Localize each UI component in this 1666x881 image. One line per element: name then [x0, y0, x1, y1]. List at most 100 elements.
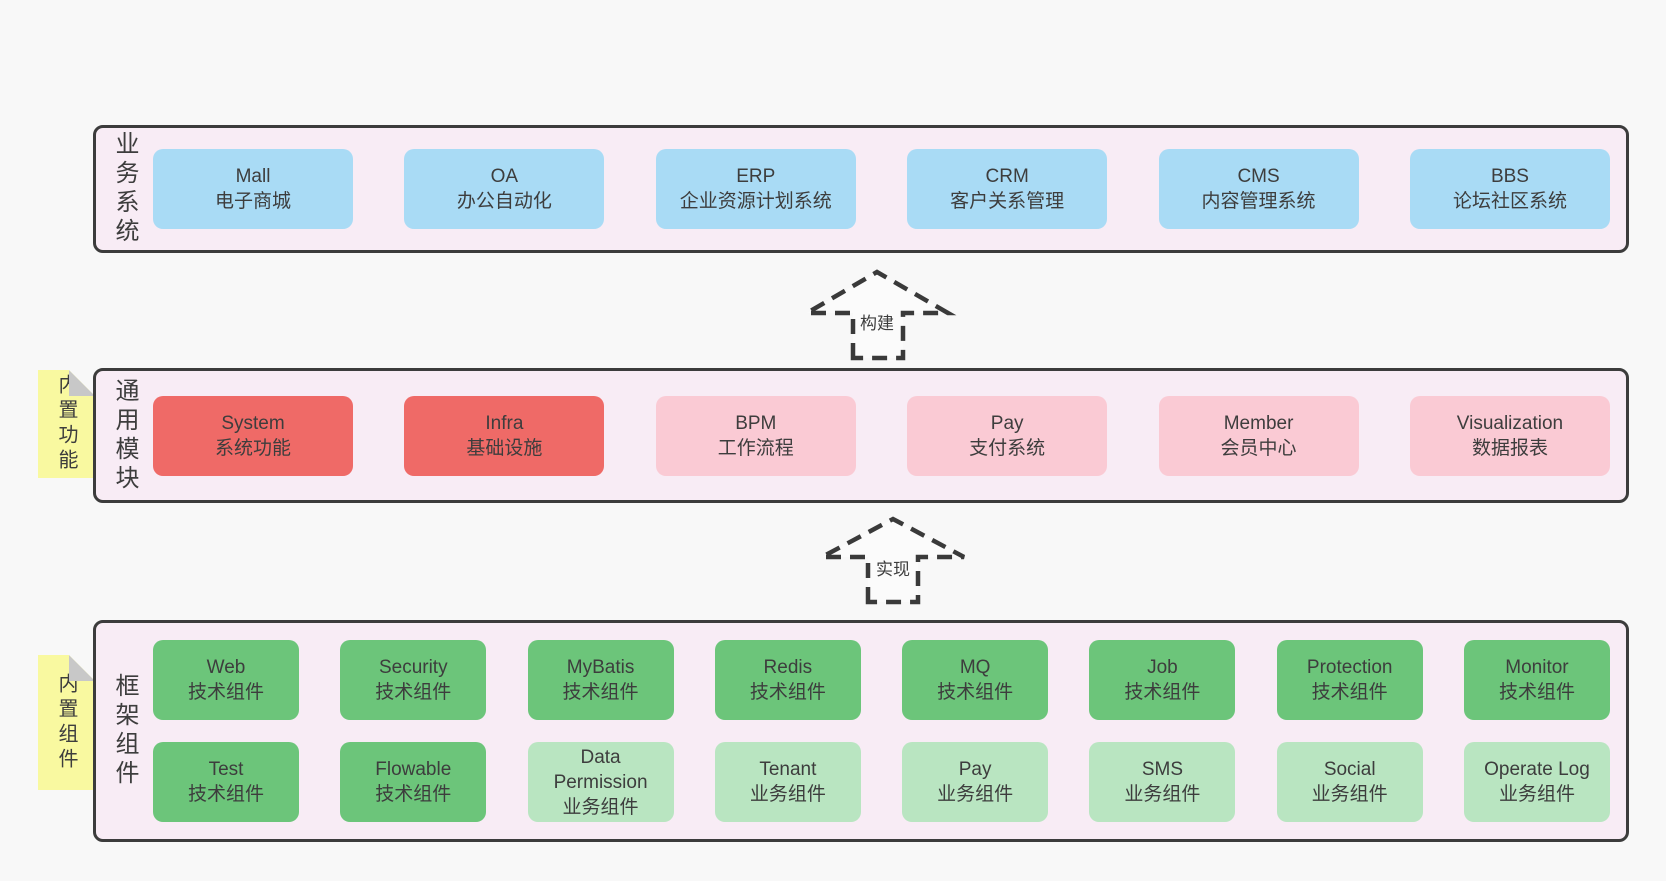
box-mq: MQ 技术组件	[902, 640, 1049, 720]
box-visualization: Visualization 数据报表	[1409, 395, 1610, 476]
box-subtitle: 电子商城	[214, 191, 291, 212]
box-title: Tenant	[759, 759, 817, 780]
box-subtitle: 技术组件	[375, 682, 452, 703]
box-title: Pay	[958, 759, 992, 780]
box-title: Data Permission	[553, 746, 648, 793]
box-tenant: Tenant 业务组件	[714, 742, 861, 822]
box-subtitle: 客户关系管理	[950, 191, 1065, 212]
box-subtitle: 技术组件	[375, 784, 452, 805]
box-title: MyBatis	[566, 657, 635, 678]
box-mall: Mall 电子商城	[153, 149, 353, 229]
box-data-permission: Data Permission 业务组件	[527, 742, 674, 822]
box-title: Security	[378, 657, 448, 678]
box-subtitle: 企业资源计划系统	[679, 191, 832, 212]
box-social: Social 业务组件	[1276, 742, 1423, 822]
box-job: Job 技术组件	[1089, 640, 1236, 720]
box-web: Web 技术组件	[153, 640, 299, 720]
box-title: SMS	[1141, 759, 1183, 780]
box-sms: SMS 业务组件	[1089, 742, 1236, 822]
box-title: MQ	[959, 657, 991, 678]
box-subtitle: 业务组件	[1498, 784, 1575, 805]
box-crm: CRM 客户关系管理	[907, 149, 1108, 229]
box-system: System 系统功能	[153, 395, 353, 476]
box-bbs: BBS 论坛社区系统	[1409, 149, 1610, 229]
box-oa: OA 办公自动化	[404, 149, 605, 229]
component-row: Mall 电子商城 OA 办公自动化 ERP 企业资源计划系统 CRM 客户关系管理 CMS 内容…	[153, 149, 1610, 229]
box-title: Social	[1323, 759, 1376, 780]
box-subtitle: 技术组件	[1124, 682, 1201, 703]
box-title: Monitor	[1505, 657, 1569, 678]
box-title: Test	[208, 759, 244, 780]
box-subtitle: 基础设施	[466, 437, 543, 459]
box-subtitle: 业务组件	[1124, 784, 1201, 805]
box-title: BBS	[1490, 166, 1529, 187]
box-title: CRM	[985, 166, 1029, 187]
box-subtitle: 技术组件	[937, 682, 1014, 703]
box-subtitle: 技术组件	[1498, 682, 1575, 703]
box-subtitle: 论坛社区系统	[1452, 191, 1567, 212]
arrow-build-label: 构建	[860, 314, 894, 333]
sticky-note-builtin-features-label: 内置功能	[55, 374, 77, 474]
box-title: Redis	[763, 657, 813, 678]
box-subtitle: 内容管理系统	[1201, 191, 1316, 212]
box-title: ERP	[736, 166, 776, 187]
box-title: Visualization	[1456, 412, 1564, 434]
box-erp: ERP 企业资源计划系统	[655, 149, 856, 229]
box-monitor: Monitor 技术组件	[1463, 640, 1610, 720]
dashed-up-arrow-shape	[820, 516, 966, 605]
box-redis: Redis 技术组件	[714, 640, 861, 720]
box-subtitle: 支付系统	[969, 437, 1046, 459]
box-title: BPM	[735, 412, 777, 434]
arrow-implement: 实现	[820, 516, 966, 605]
component-row: System 系统功能 Infra 基础设施 BPM 工作流程 Pay 支付系统 Member 会…	[153, 395, 1610, 476]
box-subtitle: 工作流程	[717, 437, 794, 459]
sticky-note-builtin-components-label: 内置组件	[55, 672, 77, 773]
box-subtitle: 会员中心	[1220, 437, 1297, 459]
box-subtitle: 系统功能	[214, 437, 291, 459]
box-title: System	[221, 412, 285, 434]
box-title: CMS	[1237, 166, 1280, 187]
panel-business-systems: 业务系统 Mall 电子商城 OA 办公自动化 ERP 企业资源计划系统 CRM 客户关系管理…	[93, 125, 1629, 253]
box-bpm: BPM 工作流程	[655, 395, 856, 476]
folded-corner-icon	[69, 655, 95, 681]
box-subtitle: 技术组件	[1311, 682, 1388, 703]
box-title: Operate Log	[1484, 759, 1590, 780]
panel-framework-components-label: 框架组件	[111, 673, 138, 789]
box-subtitle: 业务组件	[562, 796, 639, 818]
box-infra: Infra 基础设施	[404, 395, 605, 476]
box-pay: Pay 支付系统	[907, 395, 1108, 476]
box-subtitle: 业务组件	[937, 784, 1014, 805]
box-operate-log: Operate Log 业务组件	[1463, 742, 1610, 822]
box-subtitle: 办公自动化	[456, 191, 552, 212]
box-title: OA	[490, 166, 519, 187]
box-title: Pay	[990, 412, 1024, 434]
folded-corner-icon	[69, 370, 95, 396]
box-pay: Pay 业务组件	[902, 742, 1049, 822]
box-subtitle: 业务组件	[749, 784, 826, 805]
box-title: Mall	[235, 166, 271, 187]
box-member: Member 会员中心	[1158, 395, 1359, 476]
box-security: Security 技术组件	[340, 640, 487, 720]
panel-business-systems-label: 业务系统	[111, 131, 138, 247]
box-title: Infra	[485, 412, 524, 434]
box-cms: CMS 内容管理系统	[1158, 149, 1359, 229]
box-subtitle: 技术组件	[187, 784, 264, 805]
box-subtitle: 业务组件	[1311, 784, 1388, 805]
box-test: Test 技术组件	[153, 742, 299, 822]
business-systems-row-container: Mall 电子商城 OA 办公自动化 ERP 企业资源计划系统 CRM 客户关系管理 CMS 内容…	[153, 128, 1626, 250]
box-title: Web	[206, 657, 246, 678]
box-title: Flowable	[375, 759, 452, 780]
sticky-note-builtin-components: 内置组件	[38, 655, 95, 790]
box-subtitle: 技术组件	[187, 682, 264, 703]
dashed-up-arrow-shape	[798, 269, 957, 361]
box-title: Job	[1147, 657, 1178, 678]
box-subtitle: 数据报表	[1471, 437, 1548, 459]
box-title: Member	[1223, 412, 1294, 434]
box-subtitle: 技术组件	[749, 682, 826, 703]
